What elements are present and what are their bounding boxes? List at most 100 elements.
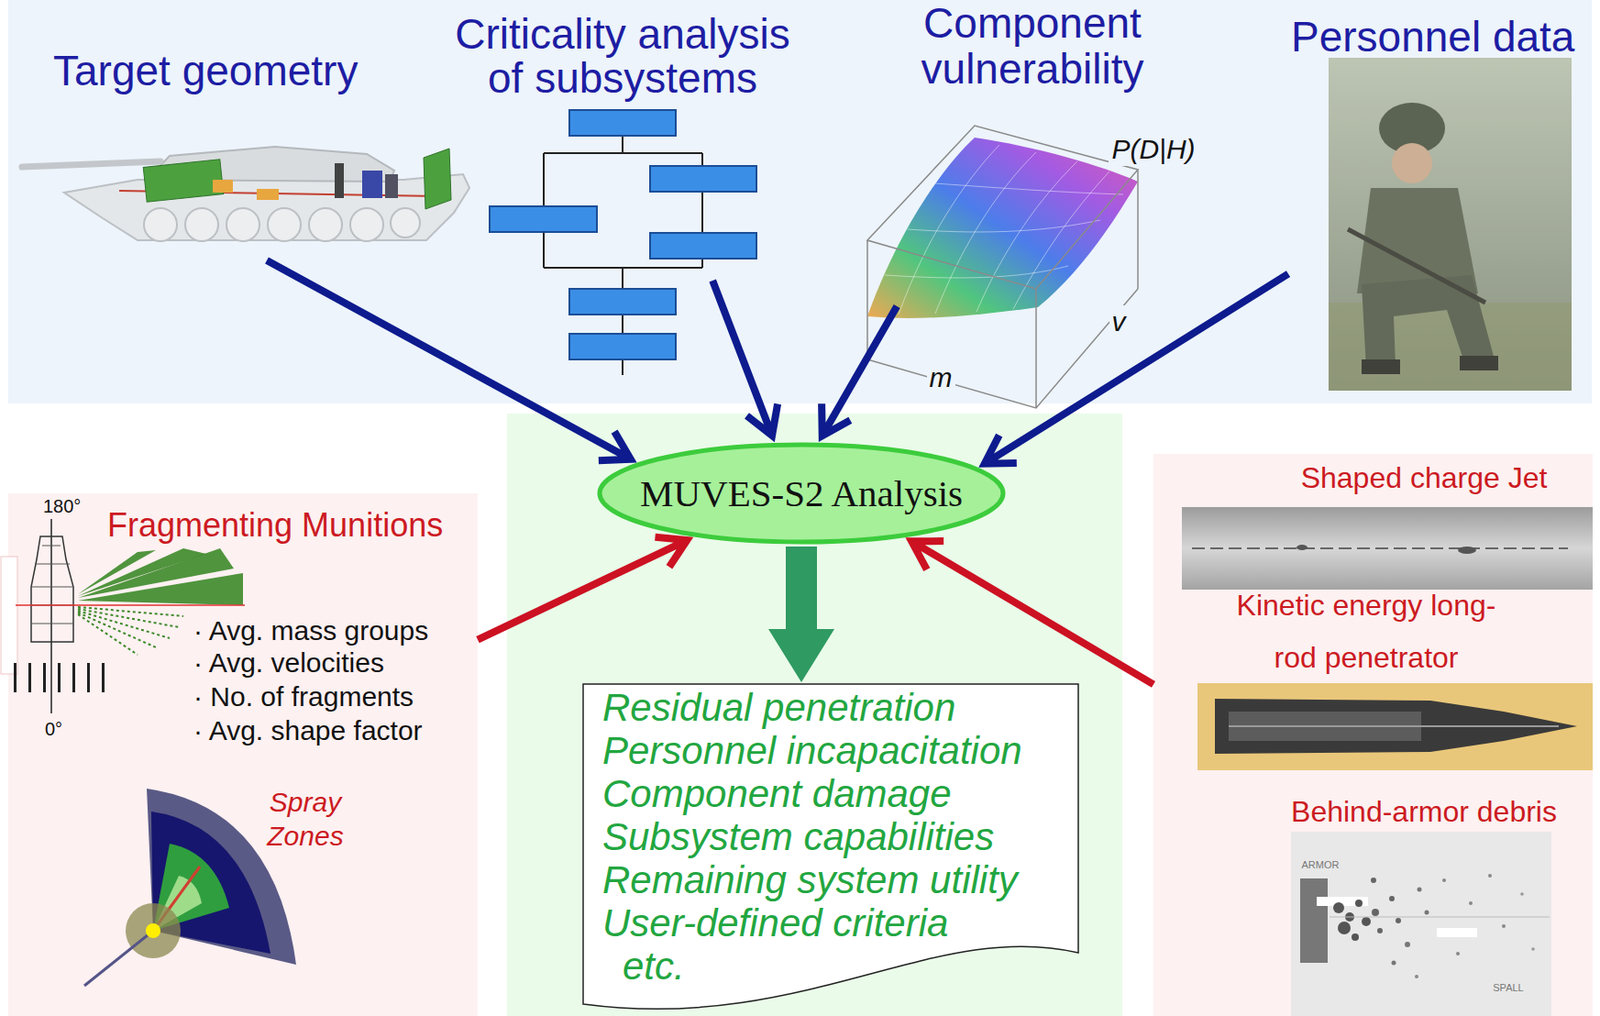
fragment-pattern-plot	[77, 548, 207, 596]
personnel-photo	[1459, 355, 1499, 371]
personnel-photo	[1328, 57, 1572, 391]
behind-armor-debris-photo	[1442, 878, 1446, 883]
input-arrow	[821, 306, 897, 436]
penetrator-photo	[1197, 683, 1593, 771]
document-outline	[583, 684, 1079, 1009]
output-document: Residual penetrationPersonnel incapacita…	[581, 682, 1081, 1006]
input-arrow	[984, 274, 1289, 464]
behind-armor-debris-photo	[1361, 916, 1371, 927]
fragment-pattern-plot	[57, 662, 61, 693]
tank-illustration	[64, 174, 470, 241]
behind-armor-debris-photo	[1370, 877, 1377, 883]
behind-armor-debris-photo	[1351, 933, 1359, 941]
tank-illustration	[350, 208, 384, 242]
threat-panel: Shaped charge JetKinetic energy long-rod…	[1153, 453, 1593, 1016]
fragmenting-munitions-panel: 180° Fragmenting Munitions · Avg. mass gro…	[8, 493, 478, 1016]
bullet-item: · Avg. mass groups	[193, 613, 429, 648]
output-arrow	[768, 546, 835, 683]
bullet-item: · Avg. shape factor	[193, 713, 423, 748]
angle-label: 180°	[43, 495, 81, 518]
shaped-charge-photo	[1296, 544, 1308, 551]
bullet-item: · Avg. velocities	[193, 645, 385, 680]
input-arrow	[266, 260, 631, 461]
fragment-pattern-plot	[77, 548, 234, 598]
threat-title: Shaped charge Jet	[1272, 460, 1576, 496]
behind-armor-debris-photo	[1424, 910, 1430, 916]
fragment-pattern-plot	[31, 536, 74, 642]
penetrator-photo	[1197, 683, 1593, 771]
munitions-panel-fill	[8, 493, 478, 1016]
fragment-pattern-plot	[31, 545, 74, 624]
behind-armor-debris-photo	[1291, 831, 1552, 1016]
input-arrow	[911, 540, 1154, 685]
shaped-charge-photo	[1181, 507, 1593, 590]
spray-zones-figure	[125, 903, 181, 959]
axis-label: P(D|H)	[1108, 132, 1198, 166]
threat-panel-fill	[1153, 453, 1593, 1016]
behind-armor-debris-photo	[1291, 831, 1552, 1016]
shaped-charge-photo	[1191, 547, 1568, 550]
behind-armor-debris-photo	[1417, 887, 1423, 893]
output-item: User-defined criteria	[602, 901, 949, 945]
block-diagram	[489, 110, 757, 376]
behind-armor-debris-photo	[1355, 899, 1363, 907]
output-item: etc.	[622, 944, 685, 988]
input-title: Criticality analysis of subsystems	[439, 11, 806, 100]
input-arrow	[477, 537, 687, 640]
input-arrow	[911, 540, 1154, 685]
penetrator-photo	[1214, 698, 1578, 754]
fragment-pattern-plot	[0, 556, 18, 674]
output-item: Component damage	[602, 772, 952, 816]
behind-armor-debris-photo	[1404, 941, 1411, 948]
behind-armor-debris-photo	[1531, 947, 1535, 951]
panel-title: Fragmenting Munitions	[107, 505, 443, 545]
input-arrow	[477, 537, 687, 640]
behind-armor-debris-photo	[1520, 892, 1524, 896]
analysis-band	[507, 413, 1123, 1016]
inputs-band	[8, 0, 1592, 404]
photo-label: SPALL	[1489, 982, 1526, 994]
criticality-group: Criticality analysis of subsystems	[436, 8, 810, 281]
behind-armor-debris-photo	[1333, 902, 1345, 914]
analysis-title: MUVES-S2 Analysis	[640, 471, 963, 517]
tank-illustration	[385, 174, 398, 199]
spray-zones-figure	[84, 930, 154, 986]
input-arrow	[984, 274, 1289, 464]
block-diagram	[569, 110, 676, 136]
personnel-photo	[1328, 57, 1572, 391]
behind-armor-debris-photo	[1371, 908, 1380, 916]
penetrator-photo	[1228, 725, 1559, 728]
axis-label: m	[926, 361, 956, 395]
fragment-pattern-plot	[72, 662, 76, 693]
behind-armor-debris-photo	[1395, 917, 1402, 924]
block-diagram	[489, 206, 597, 232]
shaped-charge-photo	[1181, 507, 1593, 590]
personnel-photo	[1361, 275, 1495, 369]
fragment-pattern-plot	[101, 662, 105, 693]
threat-title: Kinetic energy long-rod penetrator	[1228, 579, 1504, 685]
input-title: Target geometry	[53, 45, 358, 97]
block-diagram	[569, 333, 676, 360]
block-diagram	[569, 288, 676, 315]
tank-illustration	[185, 208, 219, 242]
tank-illustration	[267, 208, 301, 242]
fragment-pattern-plot	[13, 662, 17, 693]
ellipse-outline	[599, 444, 1004, 542]
behind-armor-debris-photo	[1436, 927, 1478, 938]
block-diagram	[650, 232, 757, 259]
block-diagram	[650, 165, 757, 192]
figure-caption: Spray Zones	[241, 784, 370, 853]
analysis-ellipse: MUVES-S2 Analysis	[596, 441, 1006, 545]
shaped-charge-photo	[1457, 546, 1477, 554]
spray-zones-figure	[145, 923, 161, 938]
tank-illustration	[143, 159, 224, 203]
vulnerability-surface-plot	[867, 137, 1138, 319]
input-arrow	[712, 280, 778, 436]
spray-zones-figure	[84, 788, 297, 986]
axis-label: v	[1109, 305, 1129, 339]
tank-illustration	[143, 208, 177, 242]
fragment-pattern-plot	[15, 604, 245, 607]
input-arrow	[712, 280, 778, 436]
tank-illustration	[390, 208, 420, 238]
